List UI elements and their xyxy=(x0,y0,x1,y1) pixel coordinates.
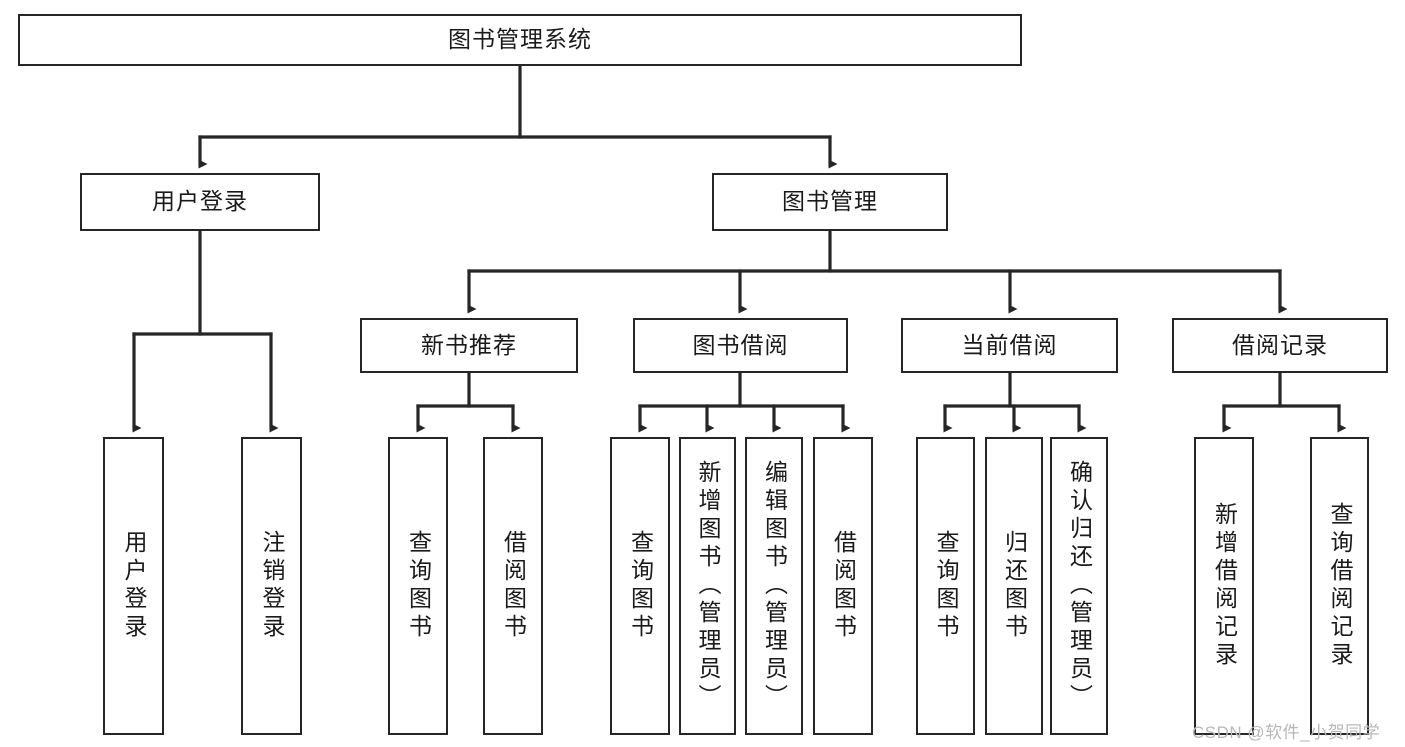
leaf-confirm-return-admin[interactable]: 确认归还（管理员） xyxy=(1050,437,1108,735)
node-new-book-recommendation[interactable]: 新书推荐 xyxy=(360,318,578,373)
node-label: 新增借阅记录 xyxy=(1211,502,1238,670)
node-label: 注销登录 xyxy=(259,530,285,642)
leaf-borrow-books-recommendation[interactable]: 借阅图书 xyxy=(483,437,543,735)
node-label: 确认归还（管理员） xyxy=(1066,460,1093,712)
node-label: 用户登录 xyxy=(152,188,248,215)
node-label: 借阅记录 xyxy=(1232,331,1328,358)
node-label: 查询图书 xyxy=(405,530,432,642)
node-label: 图书借阅 xyxy=(692,331,789,358)
node-label: 归还图书 xyxy=(1001,530,1028,642)
node-label: 查询图书 xyxy=(627,530,654,642)
leaf-edit-book-admin[interactable]: 编辑图书（管理员） xyxy=(745,437,803,735)
leaf-user-login[interactable]: 用户登录 xyxy=(103,437,164,735)
node-label: 图书管理系统 xyxy=(448,26,592,53)
node-label: 当前借阅 xyxy=(961,331,1058,358)
leaf-query-books-current[interactable]: 查询图书 xyxy=(916,437,975,735)
leaf-query-books-recommendation[interactable]: 查询图书 xyxy=(388,437,448,735)
node-label: 新增图书（管理员） xyxy=(695,460,721,712)
node-label: 图书管理 xyxy=(782,188,878,215)
node-label: 新书推荐 xyxy=(421,331,517,358)
node-user-login[interactable]: 用户登录 xyxy=(80,173,320,231)
node-label: 用户登录 xyxy=(121,530,147,642)
node-label: 查询图书 xyxy=(933,530,959,642)
node-label: 借阅图书 xyxy=(500,530,527,642)
leaf-add-book-admin[interactable]: 新增图书（管理员） xyxy=(679,437,736,735)
leaf-query-books-borrow[interactable]: 查询图书 xyxy=(610,437,670,735)
leaf-user-logout[interactable]: 注销登录 xyxy=(241,437,302,735)
node-root-book-management-system[interactable]: 图书管理系统 xyxy=(18,14,1022,66)
leaf-return-books[interactable]: 归还图书 xyxy=(985,437,1043,735)
leaf-add-borrow-record[interactable]: 新增借阅记录 xyxy=(1194,437,1254,735)
leaf-query-borrow-record[interactable]: 查询借阅记录 xyxy=(1310,437,1369,735)
node-label: 编辑图书（管理员） xyxy=(761,460,788,712)
node-label: 查询借阅记录 xyxy=(1327,502,1353,670)
node-book-borrow[interactable]: 图书借阅 xyxy=(633,318,848,373)
csdn-watermark: CSDN @软件_小贺同学 xyxy=(1192,723,1381,742)
node-label: 借阅图书 xyxy=(830,530,857,642)
leaf-borrow-books[interactable]: 借阅图书 xyxy=(813,437,873,735)
node-borrow-records[interactable]: 借阅记录 xyxy=(1172,318,1388,373)
node-current-borrow[interactable]: 当前借阅 xyxy=(901,318,1118,373)
node-book-management[interactable]: 图书管理 xyxy=(712,173,948,231)
